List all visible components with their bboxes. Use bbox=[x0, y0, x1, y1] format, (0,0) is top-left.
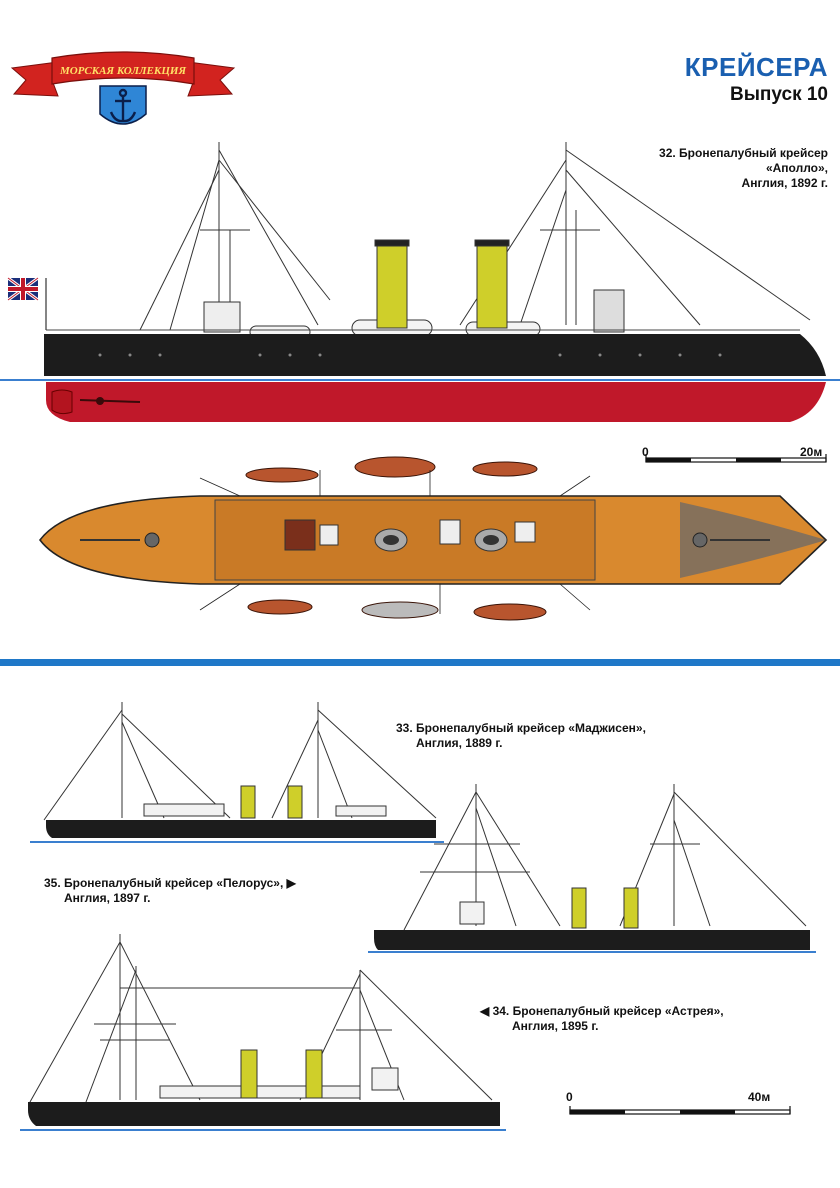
ship-34-caption-line2: Англия, 1895 г. bbox=[512, 1019, 599, 1033]
logo-ribbon-text: МОРСКАЯ КОЛЛЕКЦИЯ bbox=[59, 65, 187, 77]
ship-32-caption: 32. Бронепалубный крейсер «Аполло», Англ… bbox=[600, 146, 828, 191]
ship-32-side-profile bbox=[0, 142, 840, 422]
scale-bar-20m bbox=[645, 454, 827, 463]
scale-40m-start: 0 bbox=[566, 1090, 573, 1104]
ship-33-side-profile bbox=[30, 702, 444, 843]
ship-35-side-profile bbox=[368, 784, 816, 953]
ship-34-side-profile bbox=[20, 934, 506, 1131]
ship-33-caption-line1: 33. Бронепалубный крейсер «Маджисен», bbox=[396, 721, 646, 735]
ship-34-pointer-arrow-icon: ◀ bbox=[480, 1004, 490, 1018]
scale-20m-end: 20м bbox=[800, 445, 823, 459]
morskaya-kollektsiya-logo: МОРСКАЯ КОЛЛЕКЦИЯ bbox=[10, 51, 236, 125]
ship-35-caption-line2: Англия, 1897 г. bbox=[64, 891, 151, 905]
page-title: КРЕЙСЕРА bbox=[684, 52, 828, 82]
ship-35-caption: 35. Бронепалубный крейсер «Пелорус», ▶ А… bbox=[44, 876, 374, 906]
ship-32-funnel bbox=[374, 239, 510, 329]
ship-35-pointer-arrow-icon: ▶ bbox=[286, 876, 296, 890]
section-divider bbox=[0, 659, 840, 666]
ship-32-caption-line1: 32. Бронепалубный крейсер bbox=[659, 146, 828, 160]
scale-20m-start: 0 bbox=[642, 445, 649, 459]
ship-34-caption-line1: 34. Бронепалубный крейсер «Астрея», bbox=[492, 1004, 724, 1018]
ship-33-caption: 33. Бронепалубный крейсер «Маджисен», Ан… bbox=[396, 721, 696, 751]
scale-40m-end: 40м bbox=[748, 1090, 771, 1104]
ship-34-caption: ◀ 34. Бронепалубный крейсер «Астрея», Ан… bbox=[480, 1004, 780, 1034]
ship-33-caption-line2: Англия, 1889 г. bbox=[416, 736, 503, 750]
ship-35-caption-line1: 35. Бронепалубный крейсер «Пелорус», bbox=[44, 876, 284, 890]
anchor-icon bbox=[109, 88, 137, 123]
ship-32-top-view bbox=[38, 456, 828, 621]
ship-32-caption-line3: Англия, 1892 г. bbox=[741, 176, 828, 190]
scale-bar-40m bbox=[569, 1106, 791, 1115]
ship-32-caption-line2: «Аполло», bbox=[765, 161, 828, 175]
union-jack-flag-icon bbox=[7, 276, 47, 330]
issue-number: Выпуск 10 bbox=[729, 84, 828, 105]
